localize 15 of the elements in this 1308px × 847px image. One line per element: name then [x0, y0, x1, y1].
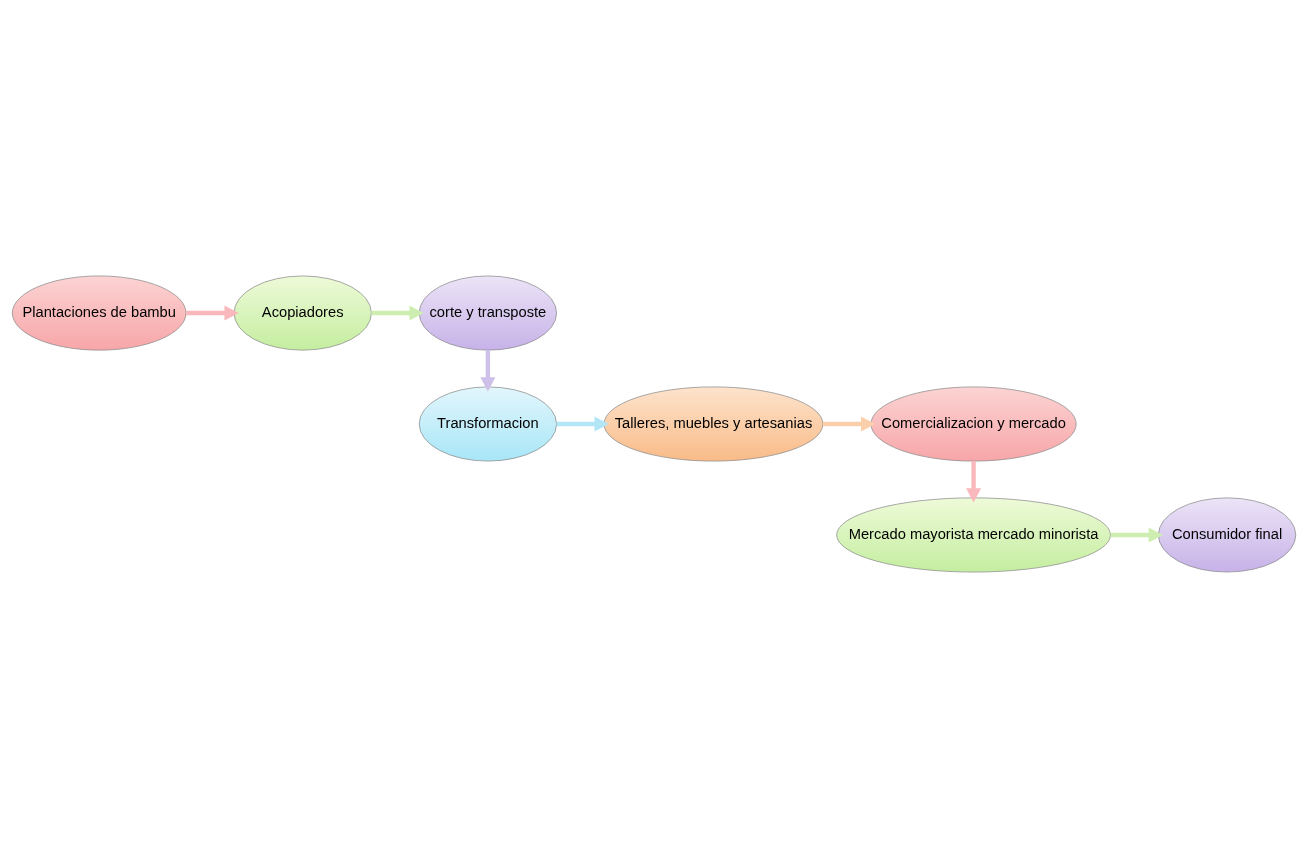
- arrow: [822, 416, 876, 431]
- node-ellipse: Acopiadores: [233, 275, 372, 350]
- node-ellipse: Consumidor final: [1158, 497, 1297, 572]
- arrow: [186, 305, 239, 321]
- node-ellipse: corte y transposte: [418, 275, 557, 350]
- arrow: [966, 460, 982, 502]
- node-ellipse: Mercado mayorista mercado minorista: [836, 497, 1111, 572]
- arrow: [556, 416, 609, 431]
- node-ellipse: Plantaciones de bambu: [11, 275, 187, 350]
- node-ellipse: Comercializacion y mercado: [870, 386, 1077, 461]
- node-ellipse: Transformacion: [418, 386, 557, 461]
- arrow: [480, 349, 496, 392]
- arrow: [371, 305, 424, 321]
- node-ellipse: Talleres, muebles y artesanias: [603, 386, 824, 461]
- arrow: [1110, 526, 1163, 542]
